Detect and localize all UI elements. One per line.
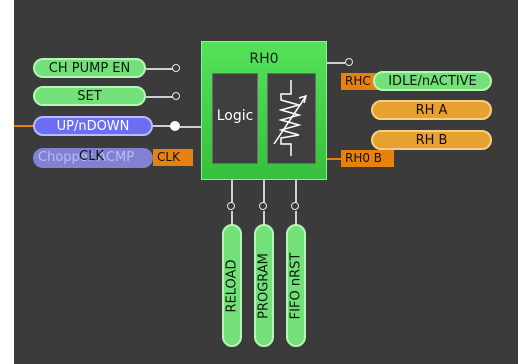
rh-a-label[interactable]: RH A (371, 100, 492, 120)
left-panel-edge (0, 0, 14, 364)
wire-reload-lower (231, 211, 233, 225)
wire-up-ndown-in (14, 125, 34, 127)
wire-fifo-nrst (295, 180, 297, 204)
rh0b-port-tag[interactable]: RH0 B (341, 150, 394, 167)
pin-ch-pump-en[interactable] (172, 64, 180, 72)
chopper-acmp-label-bg[interactable] (33, 148, 153, 168)
program-label-text: PROGRAM (256, 252, 272, 319)
logic-box: Logic (212, 73, 258, 164)
potentiometer-icon (273, 80, 308, 156)
clk-port-tag[interactable]: CLK (153, 149, 193, 166)
potentiometer-box (267, 73, 316, 164)
wire-up-ndown-stub (180, 126, 201, 128)
idle-nactive-label[interactable]: IDLE/nACTIVE (373, 71, 492, 91)
wire-up-ndown (153, 125, 175, 127)
reload-label-text: RELOAD (224, 259, 240, 312)
pin-reload[interactable] (227, 202, 235, 210)
rhc-port-tag[interactable]: RHC (341, 73, 381, 90)
reload-label[interactable]: RELOAD (222, 224, 242, 347)
fifo-nrst-label[interactable]: FIFO nRST (286, 224, 306, 347)
rh0-block[interactable]: RH0 Logic (201, 41, 327, 180)
wire-ch-pump-en (146, 68, 176, 70)
wire-program-lower (263, 211, 265, 225)
pin-fifo-nrst[interactable] (291, 202, 299, 210)
set-label[interactable]: SET (33, 86, 146, 106)
logic-label: Logic (216, 108, 254, 124)
pin-program[interactable] (259, 202, 267, 210)
chopper-acmp-label: Chopper ACMP (38, 150, 135, 165)
up-ndown-label[interactable]: UP/nDOWN (33, 116, 153, 136)
ch-pump-en-label[interactable]: CH PUMP EN (33, 58, 146, 78)
wire-program (263, 180, 265, 204)
rh0-block-title: RH0 (249, 51, 279, 67)
pin-up-ndown[interactable] (170, 121, 180, 131)
wire-rh0b-out (327, 158, 341, 160)
pin-set[interactable] (172, 92, 180, 100)
program-label[interactable]: PROGRAM (254, 224, 274, 347)
wire-set (146, 96, 176, 98)
pin-rh0-output[interactable] (345, 58, 353, 66)
wire-fifo-nrst-lower (295, 211, 297, 225)
wire-reload (231, 180, 233, 204)
rh-b-label[interactable]: RH B (371, 130, 492, 150)
fifo-nrst-label-text: FIFO nRST (288, 252, 304, 319)
wire-rh0-out (327, 62, 345, 64)
clk-label: CLK (79, 149, 104, 164)
